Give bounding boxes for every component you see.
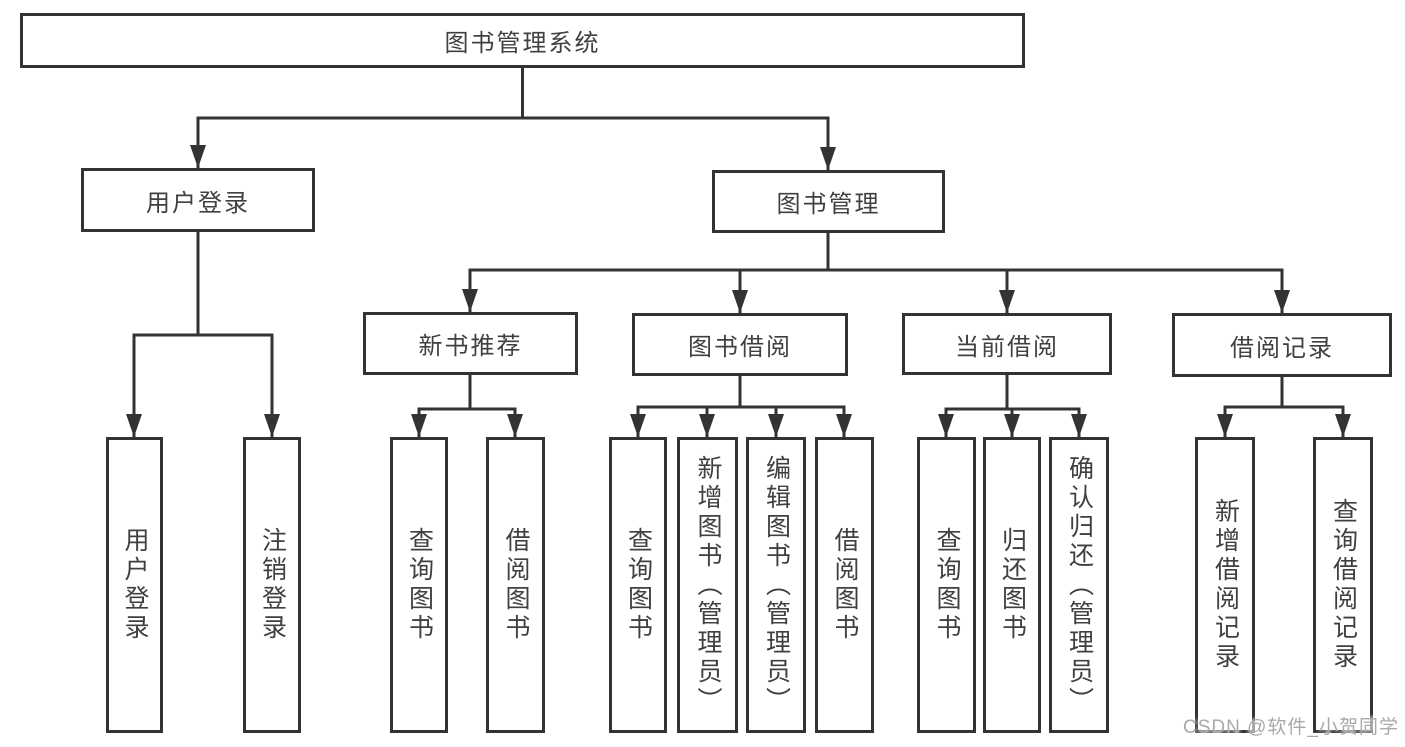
leaf-query-borrow-record: 查询借阅记录 bbox=[1313, 437, 1373, 733]
leaf-logout: 注销登录 bbox=[243, 437, 301, 733]
leaf-return-books-label: 归还图书 bbox=[998, 527, 1027, 643]
leaf-query-books-current-label: 查询图书 bbox=[933, 527, 961, 643]
leaf-return-books: 归还图书 bbox=[983, 437, 1041, 733]
leaf-user-login: 用户登录 bbox=[106, 437, 163, 733]
leaf-logout-label: 注销登录 bbox=[258, 527, 287, 643]
node-borrowing-records: 借阅记录 bbox=[1172, 313, 1392, 377]
leaf-edit-books-admin-label: 编辑图书（管理员） bbox=[762, 454, 791, 716]
leaf-add-books-admin: 新增图书（管理员） bbox=[677, 437, 738, 733]
node-user-login: 用户登录 bbox=[81, 168, 315, 232]
node-new-book-recommendation: 新书推荐 bbox=[363, 312, 578, 375]
leaf-borrow-books-recommend-label: 借阅图书 bbox=[502, 527, 530, 643]
leaf-query-borrow-record-label: 查询借阅记录 bbox=[1329, 498, 1358, 672]
leaf-user-login-label: 用户登录 bbox=[121, 527, 149, 643]
leaf-add-books-admin-label: 新增图书（管理员） bbox=[694, 454, 722, 716]
arrowheads bbox=[126, 145, 1351, 437]
leaf-query-books-recommend: 查询图书 bbox=[390, 437, 448, 733]
node-library-management-system: 图书管理系统 bbox=[20, 13, 1025, 68]
node-book-management: 图书管理 bbox=[712, 170, 945, 233]
leaf-borrow-books-borrowing-label: 借阅图书 bbox=[831, 527, 859, 643]
leaf-borrow-books-borrowing: 借阅图书 bbox=[815, 437, 874, 733]
leaf-add-borrow-record-label: 新增借阅记录 bbox=[1211, 498, 1240, 672]
leaf-query-books-borrowing: 查询图书 bbox=[609, 437, 667, 733]
leaf-query-books-current: 查询图书 bbox=[917, 437, 976, 733]
leaf-query-books-recommend-label: 查询图书 bbox=[405, 527, 434, 643]
leaf-add-borrow-record: 新增借阅记录 bbox=[1195, 437, 1255, 733]
leaf-edit-books-admin: 编辑图书（管理员） bbox=[746, 437, 806, 733]
node-current-borrowing: 当前借阅 bbox=[902, 313, 1112, 375]
leaf-confirm-return-admin-label: 确认归还（管理员） bbox=[1065, 454, 1094, 716]
node-book-borrowing: 图书借阅 bbox=[632, 313, 848, 376]
leaf-query-books-borrowing-label: 查询图书 bbox=[624, 527, 653, 643]
leaf-borrow-books-recommend: 借阅图书 bbox=[486, 437, 545, 733]
watermark: CSDN @软件_小贺同学 bbox=[1183, 717, 1399, 738]
leaf-confirm-return-admin: 确认归还（管理员） bbox=[1049, 437, 1109, 733]
